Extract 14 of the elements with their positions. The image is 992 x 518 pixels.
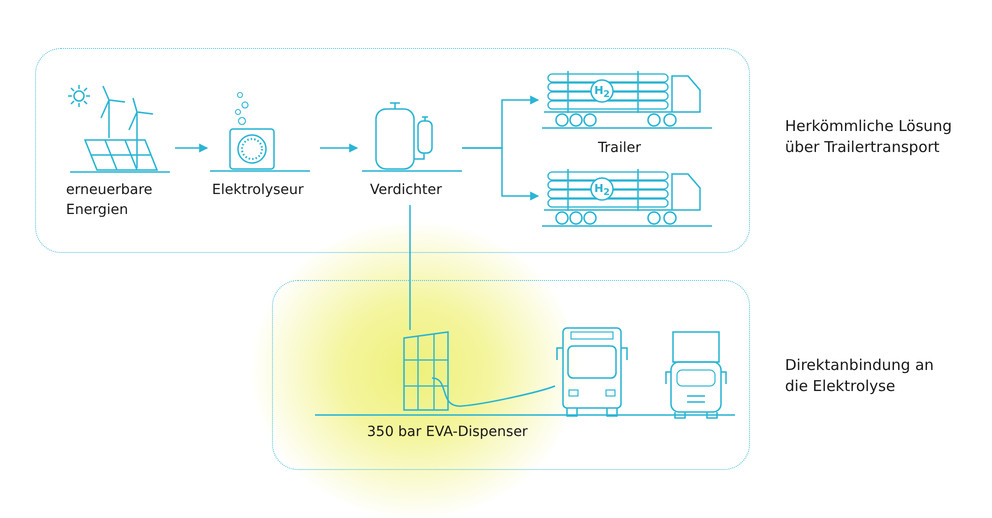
node-caption: Elektrolyseur — [212, 181, 305, 200]
group-heading: Herkömmliche Lösung über Trailertransport — [785, 116, 953, 158]
connector-line — [409, 205, 411, 330]
arrow — [320, 144, 358, 152]
node-caption: Verdichter — [370, 181, 443, 200]
formula-label: H$_{2}$ — [593, 84, 611, 102]
formula-label: H$_{2}$ — [593, 182, 611, 200]
connector-line — [432, 377, 556, 407]
node-caption: 350 bar EVA-Dispenser — [367, 423, 529, 442]
node-caption: erneuerbare Energien — [66, 181, 154, 220]
arrow — [175, 144, 208, 152]
group-heading: Direktanbindung an die Elektrolyse — [785, 355, 935, 397]
arrow — [462, 147, 540, 200]
group-label: Trailer — [598, 139, 641, 158]
